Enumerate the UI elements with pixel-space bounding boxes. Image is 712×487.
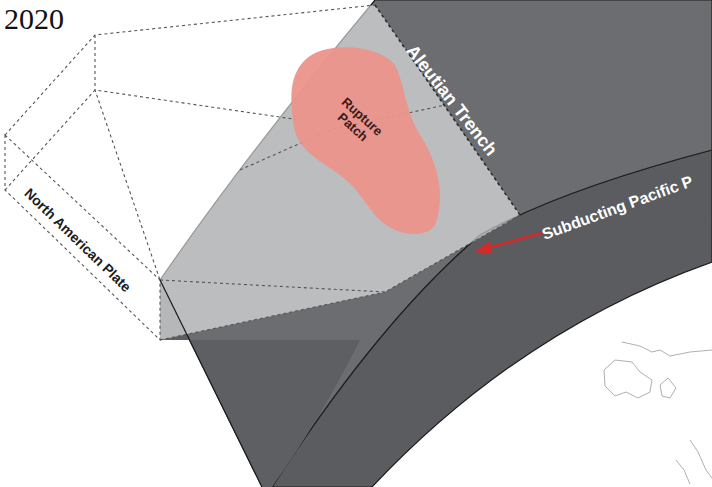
motion-arrow: [488, 232, 545, 248]
rupture-patch: Rupture Patch: [285, 40, 450, 240]
plate-box-face: [5, 135, 160, 340]
inset-map: [604, 342, 712, 484]
slab-edge: [160, 280, 262, 487]
year-label: 2020: [4, 2, 64, 36]
plate-box-edges: [5, 5, 520, 340]
arrow-head: [474, 241, 492, 254]
plate-box: [5, 5, 520, 340]
